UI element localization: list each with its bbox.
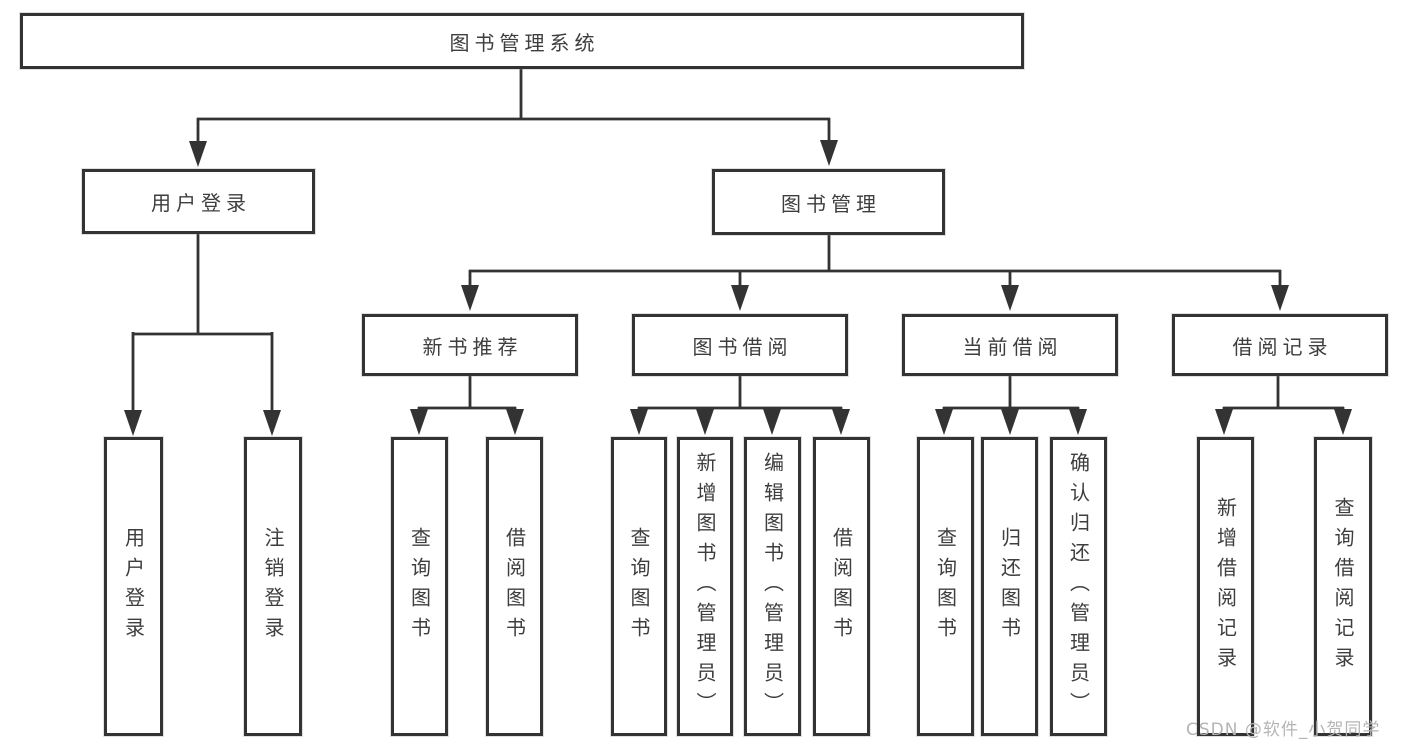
node-current-borrowing: 当前借阅: [902, 314, 1118, 376]
arrow-icon: [506, 409, 524, 435]
arrowheads: [124, 140, 1352, 436]
arrow-icon: [630, 409, 648, 435]
arrow-icon: [461, 285, 479, 311]
leaf-add-books-admin: 新增图书（管理员）: [677, 437, 733, 736]
arrow-icon: [410, 409, 428, 435]
leaf-borrow-books-recommend: 借阅图书: [486, 437, 543, 736]
leaf-query-books-current: 查询图书: [917, 437, 974, 736]
node-book-borrowing: 图书借阅: [632, 314, 848, 376]
csdn-watermark: CSDN @软件_小贺同学: [1186, 720, 1381, 740]
leaf-query-books-borrowing: 查询图书: [611, 437, 667, 736]
arrow-icon: [820, 140, 838, 166]
arrow-icon: [189, 141, 207, 167]
arrow-icon: [1001, 285, 1019, 311]
arrow-icon: [696, 409, 714, 435]
arrow-icon: [1334, 409, 1352, 435]
arrow-icon: [1001, 409, 1019, 435]
arrow-icon: [935, 409, 953, 435]
leaf-logout: 注销登录: [244, 437, 302, 736]
arrow-icon: [1069, 409, 1087, 435]
leaf-query-borrow-record: 查询借阅记录: [1314, 437, 1372, 736]
leaf-add-borrow-record: 新增借阅记录: [1197, 437, 1254, 736]
leaf-borrow-books: 借阅图书: [813, 437, 870, 736]
node-new-book-recommendation: 新书推荐: [362, 314, 578, 376]
node-book-management: 图书管理: [712, 169, 945, 235]
arrow-icon: [1215, 409, 1233, 435]
arrow-icon: [763, 409, 781, 435]
node-library-management-system: 图书管理系统: [20, 13, 1024, 69]
leaf-confirm-return-admin: 确认归还（管理员）: [1050, 437, 1107, 736]
node-user-login: 用户登录: [82, 169, 315, 234]
leaf-user-login: 用户登录: [104, 437, 163, 736]
leaf-edit-books-admin: 编辑图书（管理员）: [744, 437, 801, 736]
arrow-icon: [124, 410, 142, 436]
arrow-icon: [731, 285, 749, 311]
arrow-icon: [1271, 285, 1289, 311]
arrow-icon: [263, 410, 281, 436]
arrow-icon: [832, 409, 850, 435]
leaf-query-books-recommend: 查询图书: [391, 437, 448, 736]
leaf-return-books: 归还图书: [981, 437, 1038, 736]
node-borrowing-records: 借阅记录: [1172, 314, 1388, 376]
